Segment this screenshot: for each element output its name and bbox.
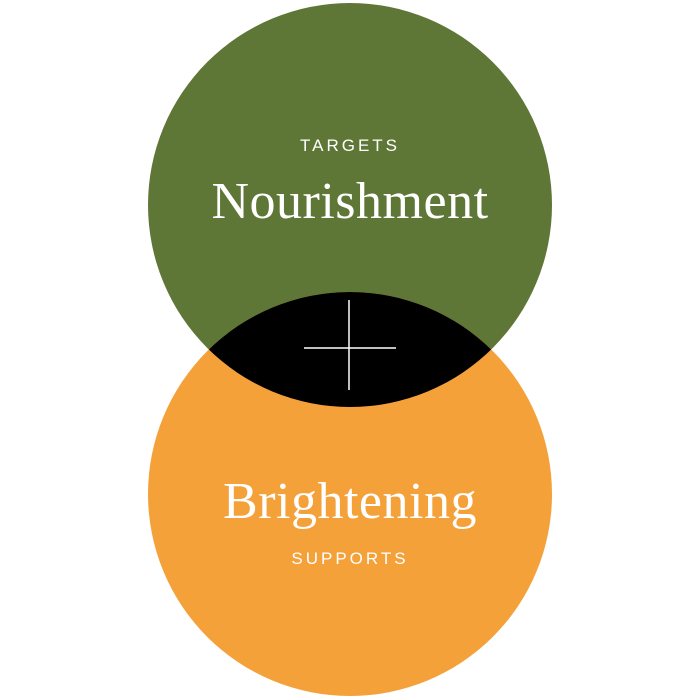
bottom-circle xyxy=(148,292,552,696)
top-circle xyxy=(148,3,552,407)
top-circle-headline: Nourishment xyxy=(211,173,489,230)
top-circle-eyebrow: TARGETS xyxy=(299,136,401,155)
plus-icon xyxy=(304,300,396,390)
bottom-circle-eyebrow: SUPPORTS xyxy=(291,549,409,568)
bottom-circle-headline: Brightening xyxy=(223,473,477,530)
